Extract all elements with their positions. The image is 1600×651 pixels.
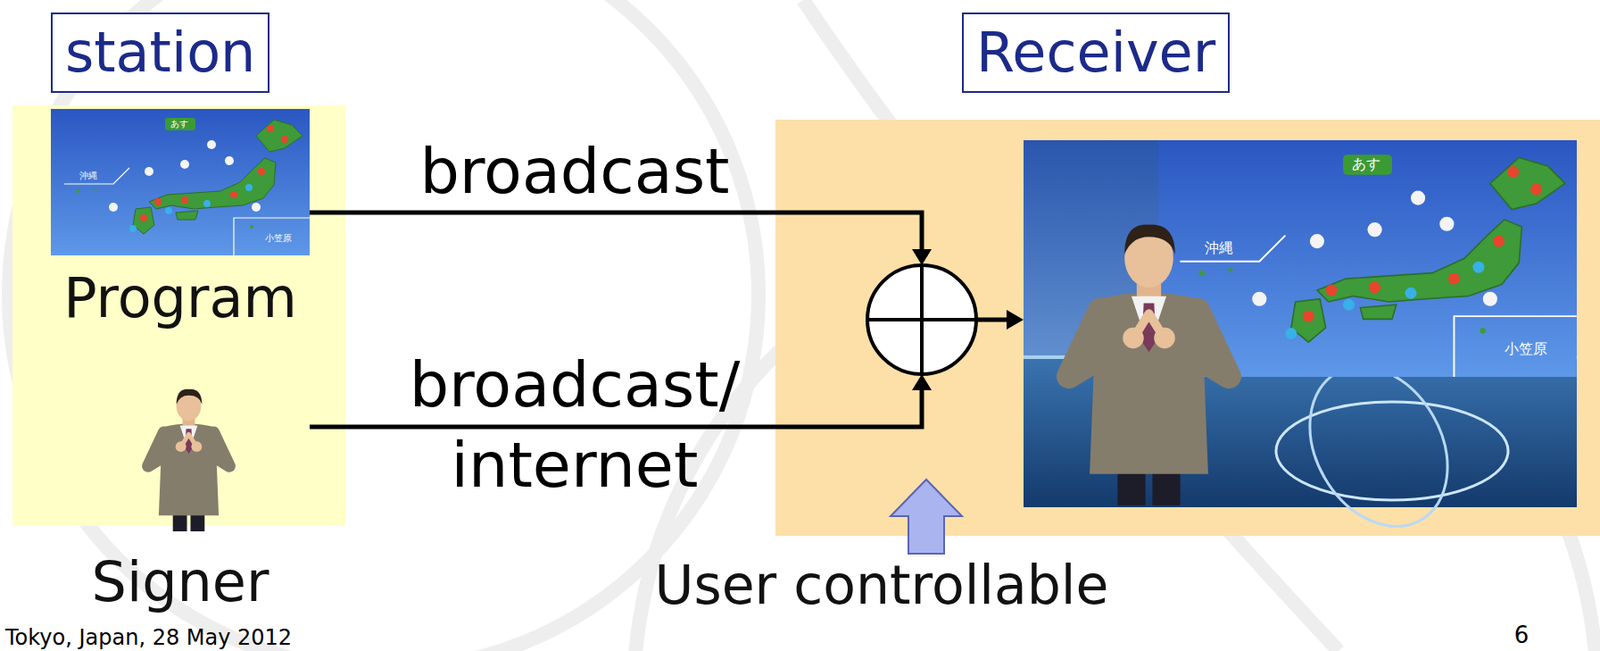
edge-label-slot: broadcast bbox=[419, 133, 730, 209]
map-label: 小笠原 bbox=[265, 232, 292, 244]
receiver-panel-fill bbox=[775, 119, 1600, 536]
program-caption: Program bbox=[50, 265, 310, 332]
label-slot: 6 bbox=[1514, 621, 1530, 649]
control-caption: User controllable bbox=[654, 552, 1110, 617]
page-number: 6 bbox=[1514, 621, 1530, 649]
program-node: Program bbox=[50, 108, 310, 332]
sum-circle bbox=[867, 265, 977, 374]
label-slot: Tokyo, Japan, 28 May 2012 bbox=[5, 624, 292, 651]
broadcast-line bbox=[309, 212, 932, 266]
text-slot: Program bbox=[50, 265, 310, 332]
edge-label-slot: broadcast/ internet bbox=[387, 344, 763, 506]
label-slot: 小笠原 bbox=[1504, 339, 1548, 357]
output-arrow bbox=[976, 309, 1024, 330]
map-label: 沖縄 bbox=[79, 170, 98, 182]
connector-line bbox=[309, 212, 922, 249]
edge-label: broadcast/ internet bbox=[387, 344, 763, 506]
signer-caption: Signer bbox=[50, 548, 310, 615]
arrow-head bbox=[911, 248, 932, 266]
label-slot: あす bbox=[170, 118, 189, 130]
label-slot: User controllable bbox=[654, 552, 1110, 617]
receiver-screen bbox=[1023, 140, 1577, 551]
user-control-arrow bbox=[890, 479, 962, 554]
text-slot: Signer bbox=[50, 548, 310, 615]
arrow-head bbox=[911, 373, 932, 390]
label-slot: 沖縄 bbox=[79, 170, 98, 182]
receiver-panel: Receiver bbox=[775, 119, 1600, 536]
label-slot: 沖縄 bbox=[1204, 239, 1234, 257]
map-label: あす bbox=[170, 118, 189, 130]
station-panel: stationProgramSigner bbox=[12, 105, 346, 526]
label-slot: あす bbox=[1351, 155, 1381, 173]
edge-label: broadcast bbox=[419, 133, 730, 209]
date-footer: Tokyo, Japan, 28 May 2012 bbox=[5, 624, 292, 651]
signer-node: Signer bbox=[50, 381, 310, 614]
receiver-heading: Receiver bbox=[961, 12, 1230, 93]
signer-avatar bbox=[148, 389, 230, 531]
map-label: 沖縄 bbox=[1204, 239, 1234, 257]
map-label: あす bbox=[1351, 155, 1381, 173]
text-slot: Receiver bbox=[961, 12, 1230, 93]
map-label: 小笠原 bbox=[1504, 339, 1548, 357]
program-weather-map bbox=[50, 108, 310, 256]
station-heading: station bbox=[50, 12, 270, 93]
text-slot: station bbox=[50, 12, 270, 93]
label-slot: 小笠原 bbox=[265, 232, 292, 244]
